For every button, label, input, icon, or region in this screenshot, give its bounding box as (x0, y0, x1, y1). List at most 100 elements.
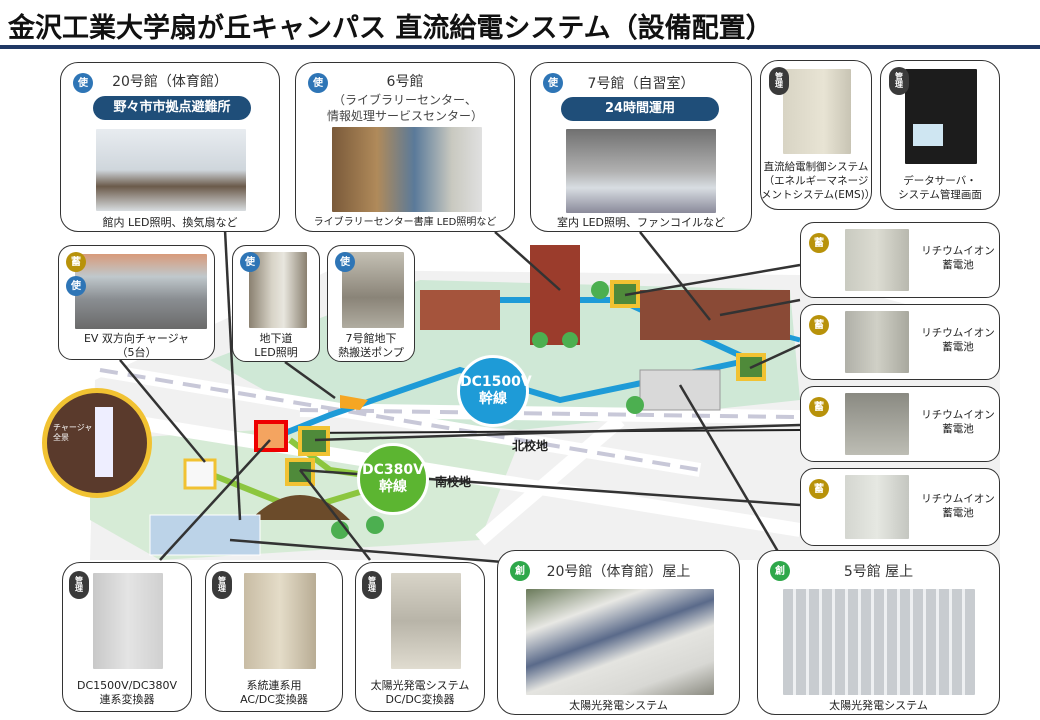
card-caption: 太陽光発電システム (569, 699, 668, 712)
caption-line-1: 直流給電制御システム (763, 161, 869, 173)
storage-badge: 蓄 (66, 252, 86, 272)
card-ems: 管理 直流給電制御システム （エネルギーマネージ メントシステム(EMS)） (760, 60, 876, 210)
badge-char: 理 (895, 80, 903, 89)
card-heat-pump: 使 7号館地下 熱搬送ポンプ (327, 245, 415, 362)
study-room-photo (566, 129, 716, 213)
hours-pill: 24時間運用 (561, 97, 719, 121)
battery-line-1: リチウムイオン (921, 245, 995, 257)
caption-line-2: AC/DC変換器 (240, 693, 308, 706)
library-photo (332, 127, 482, 212)
card-subtitle-2: 情報処理サービスセンター） (326, 109, 483, 123)
storage-badge: 蓄 (809, 397, 829, 417)
roof-5-solar-photo (783, 589, 975, 695)
card-tunnel-lighting: 使 地下道 LED照明 (232, 245, 320, 362)
card-title: 20号館（体育館） (112, 74, 228, 90)
charger-bubble-label: チャージャ全景 (53, 423, 93, 442)
battery-photo (845, 393, 909, 455)
card-building-7: 使 7号館（自習室） 24時間運用 室内 LED照明、ファンコイルなど (530, 62, 752, 232)
card-battery-1: 蓄 リチウムイオン蓄電池 (800, 222, 1000, 298)
card-battery-4: 蓄 リチウムイオン蓄電池 (800, 468, 1000, 546)
card-link-converter: 管理 DC1500V/DC380V 連系変換器 (62, 562, 192, 712)
converter-photo (391, 573, 461, 669)
battery-line-2: 蓄電池 (942, 422, 974, 435)
battery-line-2: 蓄電池 (942, 506, 974, 519)
battery-line-1: リチウムイオン (921, 327, 995, 339)
battery-line-1: リチウムイオン (921, 409, 995, 421)
manage-badge: 管理 (362, 571, 382, 599)
use-badge: 使 (308, 73, 328, 93)
badge-char: 理 (75, 584, 83, 593)
caption-line-1: 地下道 (259, 332, 293, 345)
generate-badge: 創 (770, 561, 790, 581)
use-badge: 使 (73, 73, 93, 93)
caption-line-2: （エネルギーマネージ (763, 175, 869, 187)
caption-line-2: DC/DC変換器 (385, 693, 455, 706)
dc1500-line2: 幹線 (479, 391, 507, 407)
badge-char: 管 (775, 72, 783, 81)
dc380-line1: DC380V (362, 461, 424, 478)
north-campus-label: 北校地 (512, 439, 549, 453)
manage-badge: 管理 (769, 67, 789, 95)
card-caption: 太陽光発電システム (829, 699, 928, 712)
use-badge: 使 (66, 276, 86, 296)
card-caption: ライブラリーセンター書庫 LED照明など (313, 217, 497, 228)
caption-line-2: LED照明 (254, 346, 298, 359)
dc380-line2: 幹線 (379, 479, 407, 495)
shelter-pill: 野々市市拠点避難所 (93, 96, 251, 120)
converter-photo (93, 573, 163, 669)
generate-badge: 創 (510, 561, 530, 581)
card-building-6: 使 6号館 （ライブラリーセンター、 情報処理サービスセンター） ライブラリーセ… (295, 62, 515, 232)
ems-cabinet-photo (783, 69, 851, 154)
card-building-20: 使 20号館（体育館） 野々市市拠点避難所 館内 LED照明、換気扇など (60, 62, 280, 232)
caption-line-1: EV 双方向チャージャ (83, 332, 190, 345)
use-badge: 使 (335, 252, 355, 272)
card-roof-20: 創 20号館（体育館）屋上 太陽光発電システム (497, 550, 740, 715)
card-caption: 室内 LED照明、ファンコイルなど (556, 216, 726, 229)
card-dcdc-converter: 管理 太陽光発電システム DC/DC変換器 (355, 562, 485, 712)
badge-char: 理 (775, 80, 783, 89)
caption-line-3: メントシステム(EMS)） (761, 189, 876, 201)
converter-photo (244, 573, 316, 669)
battery-line-2: 蓄電池 (942, 258, 974, 271)
card-battery-2: 蓄 リチウムイオン蓄電池 (800, 304, 1000, 380)
dc1500-line1: DC1500V (460, 373, 532, 390)
battery-line-1: リチウムイオン (921, 493, 995, 505)
card-title: 7号館（自習室） (587, 76, 695, 92)
card-acdc-converter: 管理 系統連系用 AC/DC変換器 (205, 562, 343, 712)
roof-20-solar-photo (526, 589, 714, 695)
card-data-server: 管理 データサーバ・ システム管理画面 (880, 60, 1000, 210)
storage-badge: 蓄 (809, 315, 829, 335)
charger-photo (95, 407, 113, 477)
caption-line-2: システム管理画面 (898, 189, 982, 201)
converter-nodes (183, 280, 766, 490)
badge-char: 管 (75, 576, 83, 585)
title-rule (0, 45, 1040, 49)
manage-badge: 管理 (212, 571, 232, 599)
card-caption: 館内 LED照明、換気扇など (102, 216, 238, 229)
badge-char: 管 (895, 72, 903, 81)
badge-char: 管 (368, 576, 376, 585)
card-title: 6号館 (386, 74, 424, 90)
manage-badge: 管理 (889, 67, 909, 95)
buildings (149, 245, 790, 556)
card-roof-5: 創 5号館 屋上 太陽光発電システム (757, 550, 1000, 715)
card-battery-3: 蓄 リチウムイオン蓄電池 (800, 386, 1000, 462)
caption-line-1: DC1500V/DC380V (76, 679, 178, 692)
charger-bubble: チャージャ全景 (42, 388, 152, 498)
south-campus-label: 南校地 (435, 475, 472, 489)
battery-photo (845, 311, 909, 373)
caption-line-2: 連系変換器 (99, 693, 155, 706)
ev-parking-photo (75, 254, 207, 329)
card-title: 20号館（体育館）屋上 (546, 564, 691, 580)
caption-line-2: 熱搬送ポンプ (338, 346, 404, 359)
card-ev-charger: 蓄 使 EV 双方向チャージャ （5台） (58, 245, 215, 360)
server-rack-photo (905, 69, 977, 164)
use-badge: 使 (543, 73, 563, 93)
card-title: 5号館 屋上 (843, 564, 914, 580)
storage-badge: 蓄 (809, 233, 829, 253)
caption-line-2: （5台） (116, 346, 157, 359)
battery-line-2: 蓄電池 (942, 340, 974, 353)
use-badge: 使 (240, 252, 260, 272)
